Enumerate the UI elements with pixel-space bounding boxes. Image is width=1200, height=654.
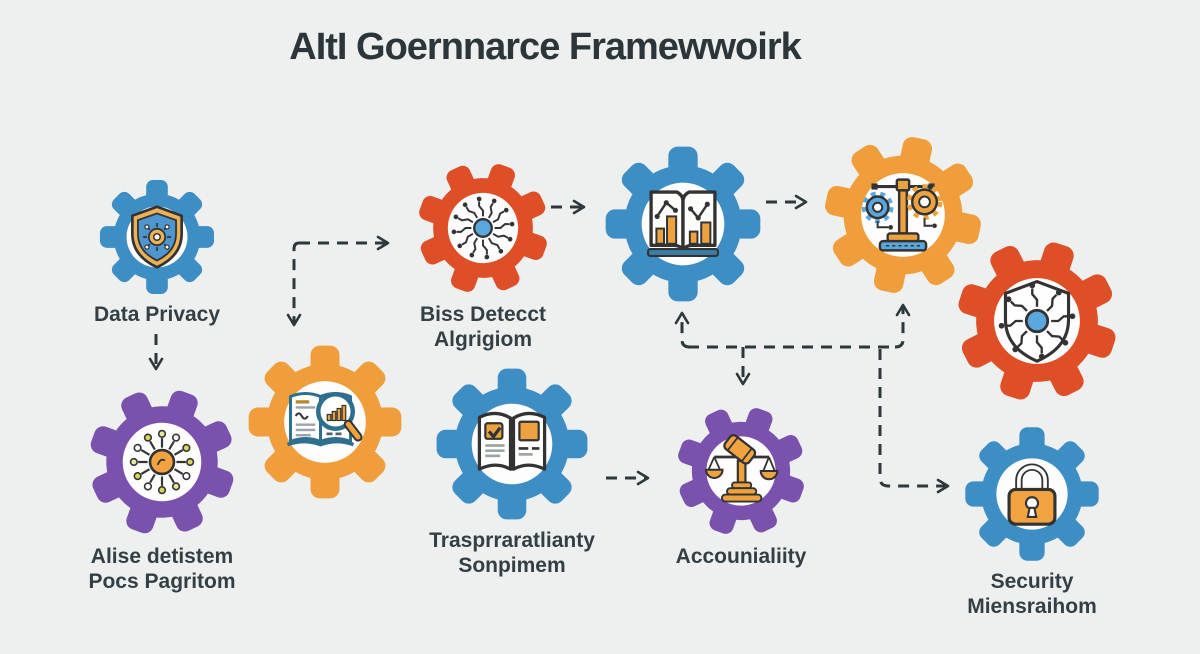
node-accountability: Accounialiity [657, 387, 825, 568]
arrow-up-left [674, 311, 691, 349]
node-audit-review [246, 343, 404, 501]
node-security: Security Miensraihom [963, 425, 1101, 618]
node-balance-gears [810, 122, 996, 308]
gavel-scales-icon [703, 433, 779, 509]
node-label: Data Privacy [93, 303, 221, 326]
node-label: Trasprraratlianty Sonpimem [429, 529, 595, 577]
node-label: Alise detistem Pocs Pagritom [88, 545, 236, 593]
padlock-icon [993, 455, 1072, 534]
node-label: Accounialiity [675, 545, 807, 568]
page-title: AItI Goernnarce Framewwoirk [289, 26, 802, 68]
node-analytics-book [603, 144, 763, 304]
node-bias-detection: Biss Detecct Algrigiom [398, 143, 568, 351]
shield-gear-icon [123, 203, 190, 270]
neural-network-icon [119, 419, 206, 506]
book-charts-icon [637, 178, 728, 269]
arrow-up-right [894, 303, 911, 349]
circuit-network-icon [444, 189, 522, 267]
arrow-corner-down [286, 241, 302, 327]
shield-circuit-icon [990, 274, 1085, 369]
book-checklist-icon [468, 400, 557, 489]
balance-gears-icon [857, 169, 949, 261]
node-shield-circuit [935, 219, 1139, 423]
node-data-privacy: Data Privacy [94, 178, 220, 326]
book-magnifier-icon [280, 377, 370, 467]
node-transparency: Trasprraratlianty Sonpimem [429, 366, 595, 577]
node-label: Security Miensraihom [967, 570, 1097, 618]
node-label: Biss Detecct Algrigiom [419, 303, 547, 351]
node-ai-system: Alise detistem Pocs Pagritom [67, 367, 257, 593]
